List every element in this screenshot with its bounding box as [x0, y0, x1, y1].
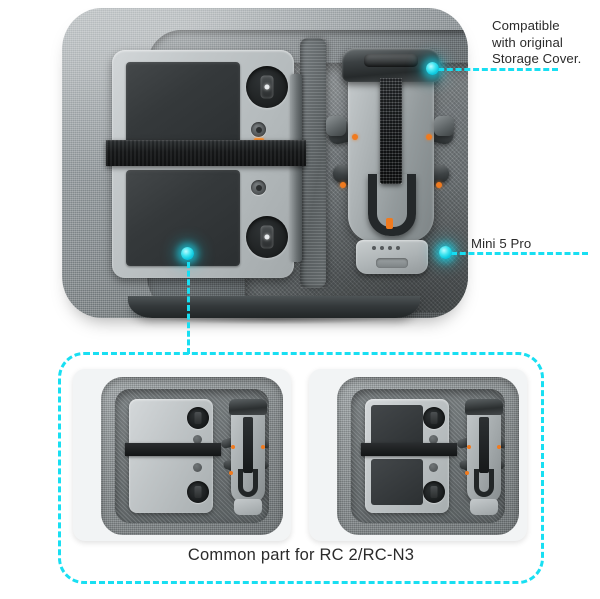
drone-motor-right: [434, 116, 454, 136]
joystick-bottom: [246, 216, 288, 258]
inset-arm-marker-2-right-icon: [497, 445, 501, 449]
elastic-retaining-strap: [106, 140, 306, 166]
controller-button-bottom: [251, 180, 266, 195]
comparison-caption: Common part for RC 2/RC-N3: [187, 546, 415, 564]
inset-button-2-left: [193, 463, 202, 472]
case-base-lip: [128, 296, 420, 318]
callout-line-common-part: [187, 262, 190, 354]
inset-case-cavity-right: [351, 389, 505, 523]
inset-photo-rc-2: [309, 369, 527, 541]
inset-joystick-bottom-right: [423, 481, 445, 503]
inset-drone-strap-left: [243, 417, 253, 473]
inset-drone-left: [220, 397, 269, 517]
inset-strap-left: [125, 443, 221, 456]
inset-drone-battery-left: [234, 499, 262, 515]
drone-velcro-strap: [380, 78, 402, 184]
inset-gimbal-cover-left: [229, 399, 267, 415]
inset-drone-clip-right: [474, 469, 494, 497]
inset-drone-strap-right: [479, 417, 489, 473]
inset-case-cavity-left: [115, 389, 269, 523]
inset-arm-marker-1-left-icon: [231, 445, 235, 449]
arm-marker-1-icon: [352, 134, 358, 140]
inset-screen-bottom-right: [371, 459, 423, 505]
inset-joystick-top-right: [423, 407, 445, 429]
comparison-dashed-box: Common part for RC 2/RC-N3: [58, 352, 544, 584]
callout-label-mini-5-pro: Mini 5 Pro: [471, 236, 532, 251]
inset-arm-marker-1-right-icon: [467, 445, 471, 449]
clip-release-tab-icon: [386, 218, 393, 229]
gimbal-protector-cover: [342, 48, 440, 82]
drone-retaining-clip: [368, 174, 416, 236]
callout-dot-mini-5-pro: [439, 246, 452, 259]
callout-dot-common-part: [181, 247, 194, 260]
callout-dot-storage-cover: [426, 62, 439, 75]
inset-drone-battery-right: [470, 499, 498, 515]
inset-button-2-right: [429, 463, 438, 472]
inset-button-1-right: [429, 435, 438, 444]
inset-arm-marker-3-right-icon: [465, 471, 469, 475]
arm-marker-3-icon: [340, 182, 346, 188]
battery-power-button: [376, 258, 408, 268]
inset-arm-marker-2-left-icon: [261, 445, 265, 449]
drone-motor-left: [326, 116, 346, 136]
inset-strap-right: [361, 443, 457, 456]
inset-drone-clip-left: [238, 469, 258, 497]
inset-button-1-left: [193, 435, 202, 444]
folded-drone: [326, 42, 456, 280]
inset-controller-rc-n3: [129, 399, 213, 513]
arm-marker-4-icon: [436, 182, 442, 188]
controller-button-top: [251, 122, 266, 137]
arm-marker-2-icon: [426, 134, 432, 140]
joystick-top: [246, 66, 288, 108]
inset-gimbal-cover-right: [465, 399, 503, 415]
battery-level-leds: [372, 246, 400, 250]
inset-case-shell-left: [101, 377, 283, 535]
hero-product-photo: [0, 0, 600, 340]
controller-side-edge: [290, 74, 302, 262]
drone-battery: [356, 240, 428, 274]
inset-drone-right: [456, 397, 505, 517]
inset-case-shell-right: [337, 377, 519, 535]
callout-label-storage-cover: Compatible with original Storage Cover.: [492, 18, 582, 66]
callout-line-mini-5-pro: [451, 252, 588, 255]
inset-joystick-bottom-left: [187, 481, 209, 503]
callout-line-storage-cover: [438, 68, 558, 71]
inset-controller-rc-2: [365, 399, 449, 513]
inset-joystick-top-left: [187, 407, 209, 429]
inset-arm-marker-3-left-icon: [229, 471, 233, 475]
inset-photo-rc-n3: [73, 369, 291, 541]
